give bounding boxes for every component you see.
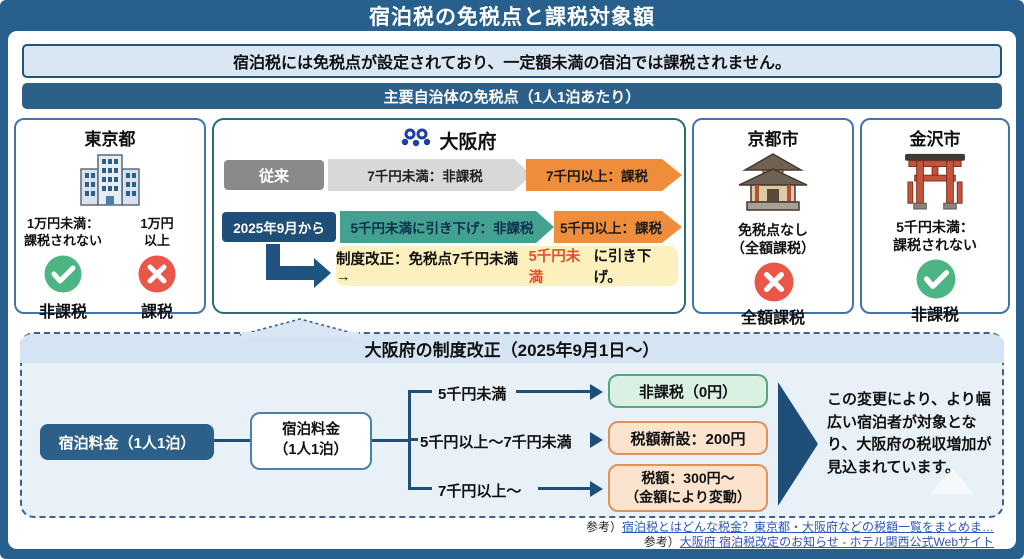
osaka-old-tax-arrow: 7千円以上：課税	[526, 159, 682, 191]
check-icon	[916, 259, 956, 299]
branch2-arrowhead-icon	[590, 432, 603, 448]
temple-icon	[737, 152, 809, 217]
tokyo-exempt-verdict: 非課税	[38, 303, 87, 321]
card-tokyo-title: 東京都	[84, 130, 136, 149]
l-arrow-horizontal	[266, 266, 316, 280]
l-arrow-head-icon	[314, 258, 331, 288]
panel-title: 大阪府の制度改正（2025年9月1日〜）	[20, 334, 1004, 363]
osaka-old-label: 従来	[224, 160, 324, 190]
section-banner: 主要自治体の免税点（1人1泊あたり）	[22, 83, 1002, 109]
tokyo-taxed-condition: 1万円 以上	[140, 216, 174, 248]
osaka-new-nontax-arrow: 5千円未満に引き下げ：非課税	[340, 211, 554, 243]
tokyo-exempt-condition: 1万円未満： 課税されない	[23, 216, 102, 248]
tokyo-exempt-column: 1万円未満： 課税されない 非課税	[16, 216, 110, 322]
reference-line: 参考）宿泊税とはどんな税金？東京都・大阪府などの税額一覧をまとめま…	[586, 520, 994, 535]
branch3-stub	[408, 487, 432, 490]
conclusion-text: この変更により、より幅広い宿泊者が対象となり、大阪府の税収増加が見込まれています…	[827, 391, 992, 476]
kyoto-condition: 免税点なし （全額課税）	[731, 222, 815, 257]
branch3-line	[538, 487, 590, 490]
branch3-arrowhead-icon	[590, 481, 603, 497]
note-highlight: 5千円未満	[528, 249, 581, 286]
branch1-arrowhead-icon	[590, 384, 603, 400]
branch2-label: 5千円以上〜7千円未満	[420, 434, 572, 451]
kanazawa-condition: 5千円未満： 課税されない	[893, 219, 977, 254]
card-kyoto-title: 京都市	[747, 130, 799, 149]
connector-line	[214, 439, 250, 442]
reference-line: 参考）大阪府 宿泊税改定のお知らせ - ホテル関西公式Webサイト	[586, 535, 994, 550]
reference-prefix: 参考）	[643, 535, 680, 549]
branch1-label: 5千円未満	[438, 386, 507, 403]
connector-line	[372, 439, 408, 442]
osaka-new-tax-arrow: 5千円以上：課税	[554, 211, 682, 243]
osaka-new-label: 2025年9月から	[222, 212, 336, 242]
cross-icon	[754, 262, 794, 302]
card-kanazawa-title: 金沢市	[909, 130, 961, 149]
page-title: 宿泊税の免税点と課税対象額	[369, 5, 655, 29]
watermark-triangle-icon	[930, 468, 974, 494]
reference-prefix: 参考）	[585, 520, 622, 534]
note-suffix: に引き下げ。	[593, 249, 652, 286]
footer-references: 参考）宿泊税とはどんな税金？東京都・大阪府などの税額一覧をまとめま… 参考）大阪…	[586, 520, 994, 550]
osaka-header: 大阪府	[214, 126, 684, 155]
branch1-line	[516, 390, 590, 393]
cross-icon	[138, 255, 176, 293]
branch3-label: 7千円以上〜	[438, 483, 522, 500]
torii-icon	[903, 152, 967, 215]
card-kanazawa: 金沢市 5千円未満： 課税されない 非課税	[860, 118, 1010, 324]
card-tokyo: 東京都	[14, 118, 206, 321]
tokyo-columns: 1万円未満： 課税されない 非課税 1万円 以上 課税	[16, 216, 204, 322]
note-prefix: 制度改正：免税点7千円未満→	[336, 251, 519, 285]
osaka-reform-note: 制度改正：免税点7千円未満→ 5千円未満に引き下げ。	[336, 246, 678, 286]
source-price-box: 宿泊料金（1人1泊）	[40, 424, 214, 460]
building-icon	[77, 153, 143, 212]
result-variable-box: 税額：300円〜 （金額により変動）	[608, 464, 768, 512]
result-nontax-box: 非課税（0円）	[608, 374, 768, 408]
branch1-stub	[408, 390, 432, 393]
card-osaka-title: 大阪府	[439, 132, 497, 153]
osaka-logo-icon	[401, 126, 431, 155]
tokyo-taxed-column: 1万円 以上 課税	[110, 216, 204, 322]
osaka-old-nontax-arrow: 7千円未満：非課税	[328, 159, 532, 191]
reference-link-hotel-kansai[interactable]: 大阪府 宿泊税改定のお知らせ - ホテル関西公式Webサイト	[679, 535, 994, 549]
kanazawa-verdict: 非課税	[910, 307, 959, 325]
result-newtax-box: 税額新設：200円	[608, 421, 768, 455]
panel-notch	[238, 316, 362, 337]
branch2-stub	[408, 438, 418, 441]
reference-link-tax-overview[interactable]: 宿泊税とはどんな税金？東京都・大阪府などの税額一覧をまとめま…	[621, 520, 994, 534]
kyoto-verdict: 全額課税	[740, 310, 805, 328]
big-right-arrow-icon	[778, 382, 818, 506]
rate-price-box: 宿泊料金 （1人1泊）	[250, 412, 372, 470]
intro-banner: 宿泊税には免税点が設定されており、一定額未満の宿泊では課税されません。	[22, 44, 1002, 78]
tokyo-taxed-verdict: 課税	[140, 303, 173, 321]
card-kyoto: 京都市 免税点なし （全額課税） 全額課税	[692, 118, 854, 327]
check-icon	[44, 255, 82, 293]
card-osaka: 大阪府 従来 7千円未満：非課税 7千円以上：課税 2025年9月から 5千円未…	[212, 118, 686, 314]
